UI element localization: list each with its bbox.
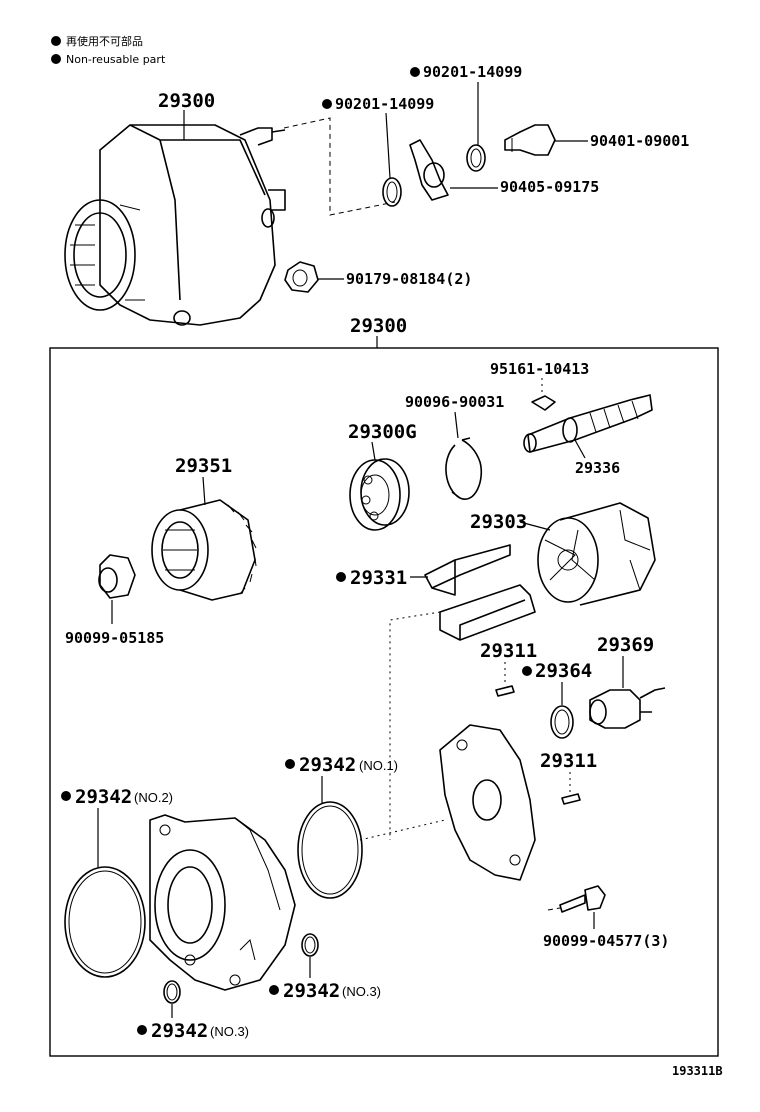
label-o-ring-no3-right: 29342 — [283, 980, 340, 1002]
drawing-code: 193311B — [672, 1064, 723, 1078]
label-o-ring-check: 29364 — [535, 660, 592, 682]
label-blade: 29331 — [350, 567, 407, 589]
label-pump-assembly-top: 29300 — [158, 90, 215, 112]
label-key: 95161-10413 — [490, 360, 589, 378]
pump-housing — [149, 814, 296, 991]
bearing — [349, 458, 410, 531]
pump-cover-plate — [439, 724, 536, 881]
label-o-ring-no2-qualifier: (NO.2) — [134, 790, 173, 805]
union-bolt-gaskets — [283, 117, 556, 216]
union-fitting — [409, 139, 449, 201]
label-drive-gear: 29351 — [175, 455, 232, 477]
o-ring-no3-left — [163, 980, 181, 1004]
label-nut-top: 90179-08184(2) — [346, 270, 472, 288]
label-union: 90405-09175 — [500, 178, 599, 196]
label-check-valve: 29369 — [597, 634, 654, 656]
label-gasket-upper: 90201-14099 — [423, 63, 522, 81]
label-bearing: 29300G — [348, 421, 417, 443]
woodruff-key — [531, 395, 556, 411]
pump-assembly-drawing — [64, 124, 286, 326]
label-snap-ring: 90096-90031 — [405, 393, 504, 411]
gasket-right — [466, 144, 486, 172]
nut-top — [284, 261, 319, 293]
label-union-bolt: 90401-09001 — [590, 132, 689, 150]
o-ring-no2 — [64, 866, 146, 978]
label-nut-gear: 90099-05185 — [65, 629, 164, 647]
label-bolt: 90099-04577(3) — [543, 932, 669, 950]
label-o-ring-no2: 29342 — [75, 786, 132, 808]
drive-gear — [151, 499, 257, 601]
rotor — [537, 502, 656, 606]
pump-components-frame — [49, 347, 719, 1057]
nut-gear — [98, 554, 136, 599]
label-o-ring-no3-left: 29342 — [151, 1020, 208, 1042]
o-ring-no3-right — [301, 933, 319, 957]
label-gasket-lower: 90201-14099 — [335, 95, 434, 113]
label-o-ring-no1-qualifier: (NO.1) — [359, 758, 398, 773]
check-valve — [589, 687, 666, 729]
label-o-ring-no1: 29342 — [299, 754, 356, 776]
non-reusable-dot-icon — [51, 54, 61, 64]
o-ring-no1 — [297, 801, 363, 899]
non-reusable-dot-icon — [51, 36, 61, 46]
label-o-ring-no3-left-qualifier: (NO.3) — [210, 1024, 249, 1039]
snap-ring — [445, 437, 482, 500]
label-pin-lower: 29311 — [540, 750, 597, 772]
label-rotor: 29303 — [470, 511, 527, 533]
label-pin-upper: 29311 — [480, 640, 537, 662]
bolt — [559, 885, 606, 913]
legend-line-en: Non-reusable part — [66, 53, 166, 66]
label-shaft: 29336 — [575, 459, 620, 477]
legend-line-jp: 再使用不可部品 — [66, 34, 143, 48]
pin-lower — [561, 793, 581, 805]
pin-upper — [495, 685, 515, 697]
label-pump-assembly-box: 29300 — [350, 315, 407, 337]
rotor-shaft — [523, 394, 653, 453]
o-ring-check-valve — [550, 705, 574, 739]
gasket-left — [382, 177, 402, 207]
blades — [424, 544, 536, 641]
label-o-ring-no3-right-qualifier: (NO.3) — [342, 984, 381, 999]
legend: 再使用不可部品 Non-reusable part — [51, 34, 166, 66]
